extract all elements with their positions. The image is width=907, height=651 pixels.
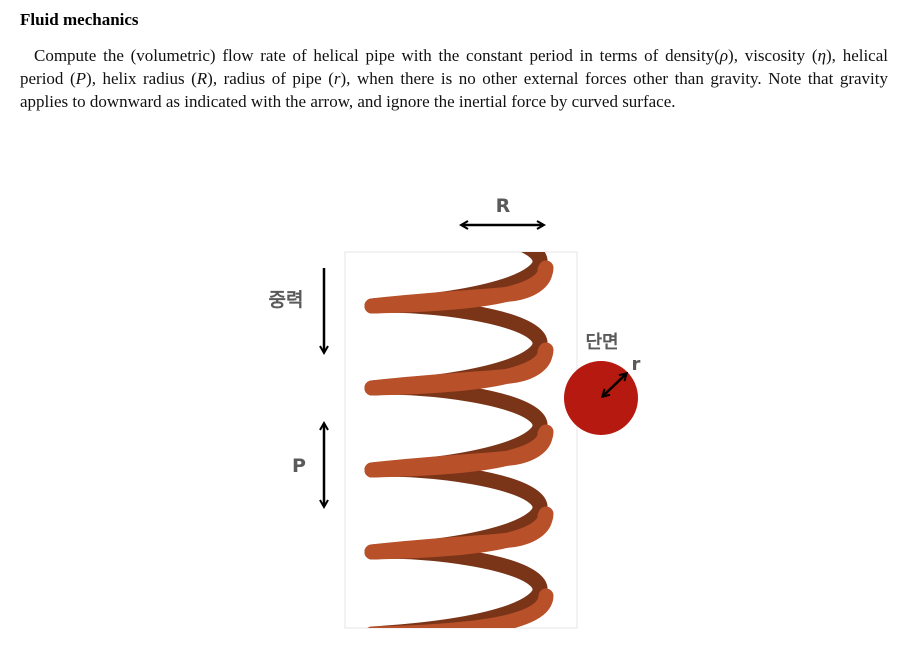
pipe-front-segment bbox=[364, 426, 553, 478]
statement-part-4: ), helix radius ( bbox=[86, 69, 197, 88]
cross-section-circle bbox=[564, 361, 638, 435]
pipe-radius-arrow bbox=[603, 374, 626, 396]
helical-pipe bbox=[364, 188, 554, 628]
document-title: Fluid mechanics bbox=[20, 10, 139, 29]
pipe-radius-label: r bbox=[632, 354, 641, 375]
symbol-R: R bbox=[196, 69, 208, 88]
symbol-r: r bbox=[333, 69, 341, 88]
pipe-front-segment bbox=[367, 588, 554, 628]
pipe-front-segment bbox=[364, 344, 553, 396]
symbol-eta: η bbox=[817, 46, 827, 65]
pipe-front-segment bbox=[364, 508, 553, 560]
gravity-label: 중력 bbox=[269, 289, 304, 311]
symbol-rho: ρ bbox=[719, 46, 729, 65]
pipe-front-segment bbox=[372, 188, 545, 224]
cross-section-label: 단면 bbox=[585, 332, 618, 353]
problem-statement: Compute the (volumetric) flow rate of he… bbox=[20, 44, 888, 113]
symbol-P: P bbox=[75, 69, 87, 88]
statement-part-2: ), viscosity ( bbox=[728, 46, 818, 65]
statement-part-6: ), when there is no other external force… bbox=[20, 69, 889, 111]
statement-part-3: ), helical period ( bbox=[20, 46, 888, 88]
period-label: P bbox=[292, 455, 306, 477]
statement-part-5: ), radius of pipe ( bbox=[207, 69, 334, 88]
statement-part-1: Compute the (volumetric) flow rate of he… bbox=[34, 46, 720, 65]
pipe-front-segment bbox=[364, 262, 553, 314]
helix-radius-label: R bbox=[496, 195, 511, 217]
pipe-front-segments bbox=[364, 188, 554, 628]
